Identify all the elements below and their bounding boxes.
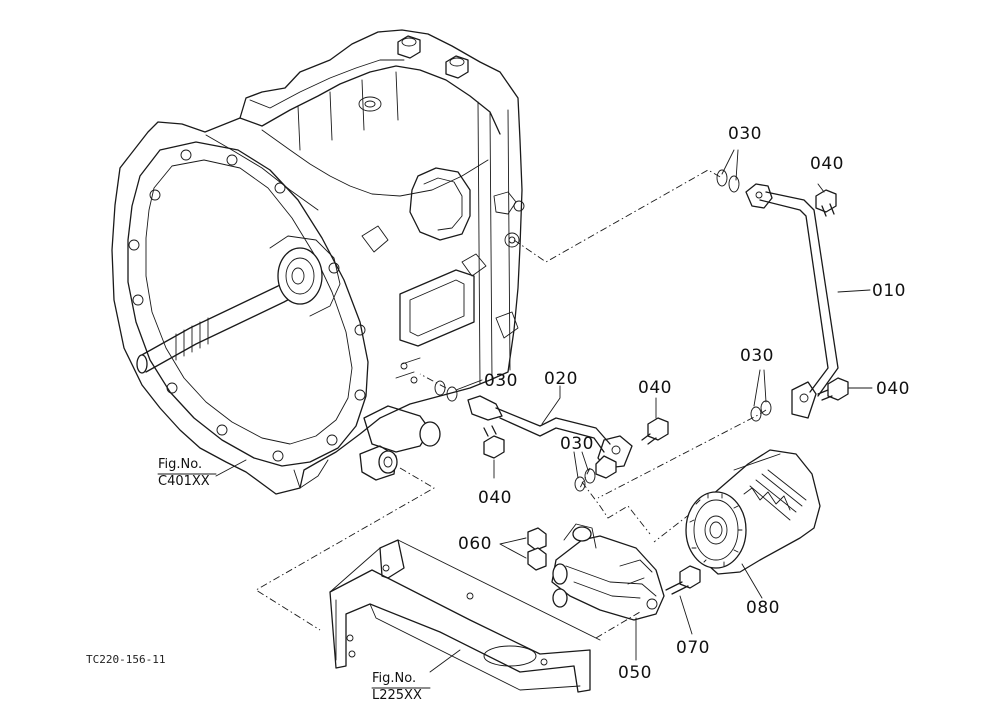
transmission-case — [111, 29, 525, 495]
leader-lines — [157, 149, 873, 689]
fig-ref-line2: L225XX — [372, 688, 422, 703]
assembly-lines — [255, 169, 767, 639]
label-part-030: 030 — [740, 346, 774, 366]
oil-filter-080 — [685, 449, 821, 575]
label-part-010: 010 — [872, 281, 906, 301]
fig-ref-l225xx: Fig.No. L225XX — [372, 670, 422, 704]
label-part-030: 030 — [484, 371, 518, 391]
bolt-070 — [665, 565, 701, 595]
fig-ref-c401xx: Fig.No. C401XX — [158, 456, 210, 490]
label-part-070: 070 — [676, 638, 710, 658]
fig-ref-line2: C401XX — [158, 474, 210, 489]
label-part-040: 040 — [638, 378, 672, 398]
label-part-030: 030 — [560, 434, 594, 454]
fig-ref-line1: Fig.No. — [372, 671, 417, 686]
bolts-040 — [483, 189, 849, 459]
plugs-060 — [527, 527, 547, 571]
label-part-050: 050 — [618, 663, 652, 683]
o-rings-030 — [434, 169, 772, 492]
label-part-080: 080 — [746, 598, 780, 618]
label-part-040: 040 — [810, 154, 844, 174]
figure-code: TC220-156-11 — [86, 653, 166, 666]
label-part-030: 030 — [728, 124, 762, 144]
label-part-040: 040 — [478, 488, 512, 508]
mounting-bracket — [329, 539, 601, 693]
label-part-060: 060 — [458, 534, 492, 554]
filter-head-050 — [551, 523, 665, 621]
oil-pipe-010 — [745, 183, 839, 419]
fig-ref-line1: Fig.No. — [158, 457, 203, 472]
oil-pipe-020 — [467, 395, 633, 479]
label-part-020: 020 — [544, 369, 578, 389]
label-part-040: 040 — [876, 379, 910, 399]
